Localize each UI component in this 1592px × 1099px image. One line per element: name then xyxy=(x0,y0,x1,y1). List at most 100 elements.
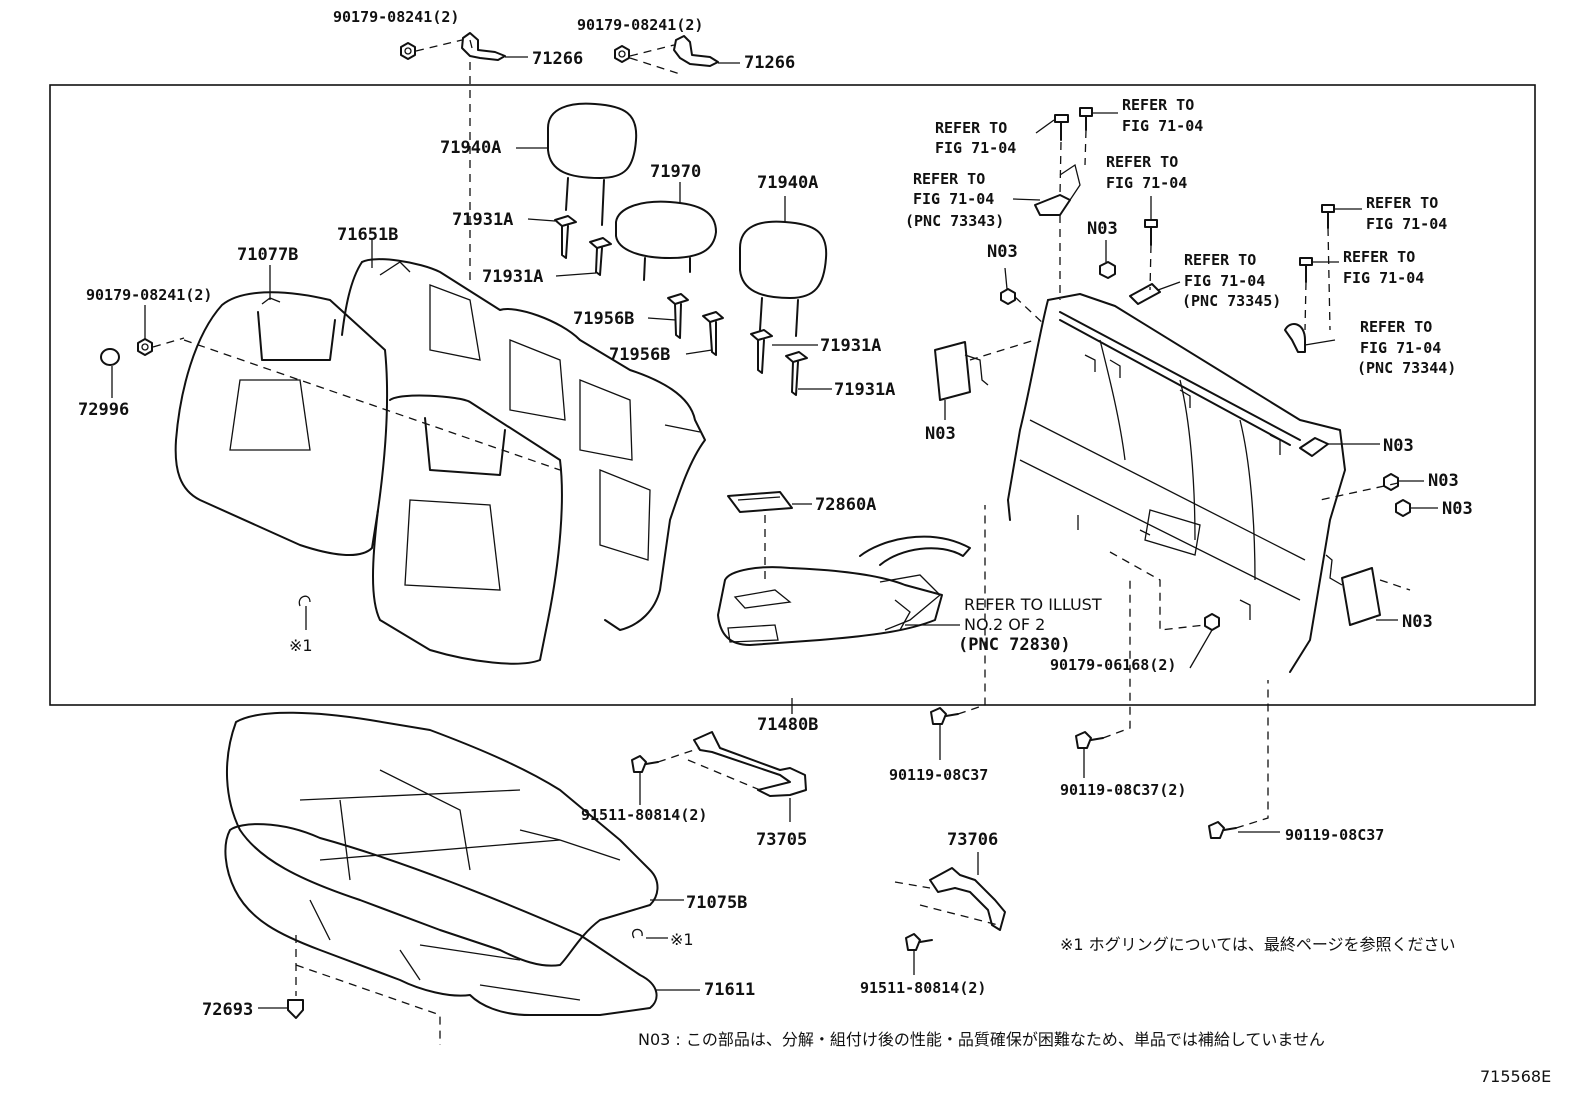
label-71956B-2: 71956B xyxy=(609,345,670,365)
bolt-refer-1[interactable] xyxy=(1054,114,1069,141)
label-71611: 71611 xyxy=(704,980,755,1000)
nut-n03-5[interactable] xyxy=(1383,473,1399,491)
dashed-line-frame-1 xyxy=(1059,141,1062,196)
bolt-91511-a[interactable] xyxy=(631,755,659,773)
label-refer-to-8: REFER TO xyxy=(1360,318,1432,336)
label-90119-08C37-c: 90119-08C37 xyxy=(1285,826,1384,844)
bolt-refer-2[interactable] xyxy=(1079,107,1093,131)
label-fig-71-04-2: FIG 71-04 xyxy=(935,139,1016,157)
label-pnc-73343: (PNC 73343) xyxy=(905,212,1004,230)
label-n03-3: N03 xyxy=(925,424,956,444)
dashed-line-frame-4 xyxy=(1327,227,1331,331)
label-71940A-left: 71940A xyxy=(440,138,501,158)
dashed-line-seatback xyxy=(183,339,561,471)
bolt-refer-4[interactable] xyxy=(1321,204,1335,229)
bolt-91511-b[interactable] xyxy=(905,933,933,951)
leader-71931A-2 xyxy=(555,272,597,277)
label-90179-08241-top-left: 90179-08241(2) xyxy=(333,8,459,26)
label-n03-5: N03 xyxy=(1428,471,1459,491)
hog-ring-icon-cushion xyxy=(632,928,643,939)
armrest-71480B[interactable] xyxy=(717,535,971,646)
headrest-71940A-right[interactable] xyxy=(739,220,828,337)
label-fig-71-04-8: FIG 71-04 xyxy=(1360,339,1441,357)
bracket-73706[interactable] xyxy=(929,867,1006,931)
dashed-line-frame-2 xyxy=(1084,129,1087,166)
dashed-line-n03-c xyxy=(1319,482,1399,501)
bolt-refer-3[interactable] xyxy=(1144,219,1158,246)
clip-n03-4[interactable] xyxy=(1299,437,1329,457)
bracket-73705[interactable] xyxy=(693,731,807,797)
sensor-n03-7[interactable] xyxy=(1325,554,1381,626)
label-71931A-2: 71931A xyxy=(482,267,543,287)
label-90179-08241-top-mid: 90179-08241(2) xyxy=(577,16,703,34)
headrest-71940A-left[interactable] xyxy=(547,102,638,226)
label-72860A: 72860A xyxy=(815,495,876,515)
leader-refer-2 xyxy=(1035,119,1055,134)
armrest-headrest-71970[interactable] xyxy=(615,200,717,281)
dashed-line-73705-a xyxy=(657,747,701,763)
nut-n03-6[interactable] xyxy=(1395,499,1411,517)
seat-cushion-pad-71611[interactable] xyxy=(224,823,658,1016)
guide-71931A-2[interactable] xyxy=(589,237,612,276)
dashed-line-top-mid xyxy=(629,44,675,57)
bolt-90119-a[interactable] xyxy=(930,707,959,725)
note-hog-ring: ※1 ホグリングについては、最終ページを参照ください xyxy=(1060,935,1456,954)
label-fig-71-04-3: FIG 71-04 xyxy=(913,190,994,208)
seatback-cover-71077B[interactable] xyxy=(174,291,563,665)
bolt-90119-c[interactable] xyxy=(1208,821,1237,839)
bolt-refer-5[interactable] xyxy=(1299,257,1313,283)
guide-71931A-1[interactable] xyxy=(554,215,577,259)
label-n03-2: N03 xyxy=(1087,219,1118,239)
guide-71931A-4[interactable] xyxy=(785,351,808,396)
bracket-71266-right[interactable] xyxy=(673,35,719,67)
label-71940A-right: 71940A xyxy=(757,173,818,193)
label-90119-08C37-a: 90119-08C37 xyxy=(889,766,988,784)
label-71931A-4: 71931A xyxy=(834,380,895,400)
nut-90179-side[interactable] xyxy=(137,338,153,356)
dashed-line-frame-3 xyxy=(1149,244,1152,291)
dashed-line-n03-d xyxy=(1379,579,1411,591)
label-71651B: 71651B xyxy=(337,225,398,245)
label-90179-06168: 90179-06168(2) xyxy=(1050,656,1176,674)
sensor-n03-3[interactable] xyxy=(934,341,989,401)
dashed-line-bolt-c xyxy=(1235,680,1269,829)
dashed-line-n03-b xyxy=(969,339,1036,361)
note-n03: N03 : この部品は、分解・組付け後の性能・品質確保が困難なため、単品では補給… xyxy=(638,1030,1325,1049)
nut-n03-1[interactable] xyxy=(1000,288,1016,305)
bracket-73344[interactable] xyxy=(1284,323,1336,353)
label-refer-to-1: REFER TO xyxy=(1122,96,1194,114)
clip-72996[interactable] xyxy=(100,348,120,366)
leader-90179-06168 xyxy=(1189,629,1213,669)
label-refer-to-4: REFER TO xyxy=(1106,153,1178,171)
label-no2of2: NO.2 OF 2 xyxy=(964,615,1045,634)
leader-71956B-2 xyxy=(685,349,713,355)
label-72693: 72693 xyxy=(202,1000,253,1020)
bracket-71266-left[interactable] xyxy=(461,32,506,61)
label-72996: 72996 xyxy=(78,400,129,420)
seat-cushion-cover-71075B[interactable] xyxy=(225,711,659,967)
nut-90179-06168[interactable] xyxy=(1204,613,1220,631)
label-n03-7: N03 xyxy=(1402,612,1433,632)
seatback-pad-71651B[interactable] xyxy=(341,258,706,631)
guide-71956B-2[interactable] xyxy=(702,311,724,356)
label-pnc-73344: (PNC 73344) xyxy=(1357,359,1456,377)
bracket-73343[interactable] xyxy=(1034,163,1081,216)
label-fig-71-04-1: FIG 71-04 xyxy=(1122,117,1203,135)
bolt-90119-b[interactable] xyxy=(1075,731,1104,749)
leader-n03-1 xyxy=(1004,267,1008,290)
nut-n03-2[interactable] xyxy=(1099,261,1116,279)
nut-90179-top-mid[interactable] xyxy=(614,45,630,63)
label-mark1-cushion: ※1 xyxy=(670,930,694,949)
clip-72693[interactable] xyxy=(287,999,304,1019)
guide-71956B-1[interactable] xyxy=(667,293,689,339)
bracket-73345[interactable] xyxy=(1129,283,1161,305)
label-71970: 71970 xyxy=(650,162,701,182)
guide-71931A-3[interactable] xyxy=(750,329,773,374)
cup-holder-72860A[interactable] xyxy=(727,491,793,513)
nut-90179-top-left[interactable] xyxy=(400,42,416,60)
leader-refer-6 xyxy=(1157,281,1181,291)
label-fig-71-04-5: FIG 71-04 xyxy=(1366,215,1447,233)
label-refer-illust: REFER TO ILLUST xyxy=(964,595,1102,614)
seatback-frame[interactable] xyxy=(1007,293,1346,673)
